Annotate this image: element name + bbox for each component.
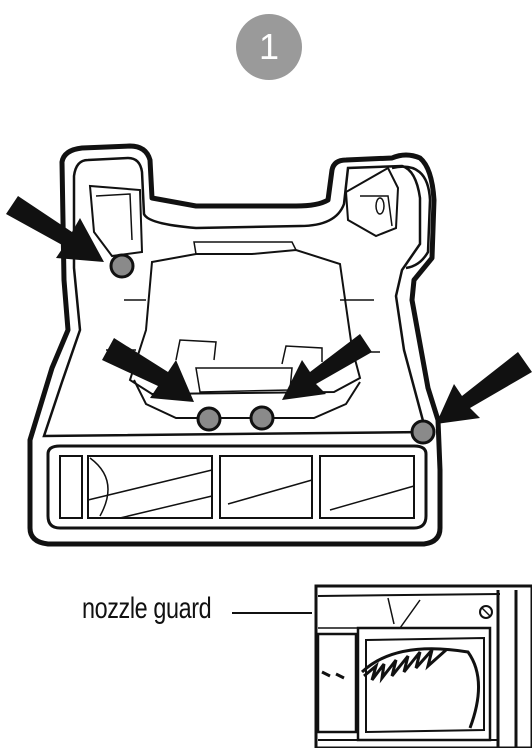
nozzle-guard-inset xyxy=(314,584,532,748)
screw-icon xyxy=(249,405,275,431)
arrow-icon xyxy=(436,352,532,424)
step-number-badge: 1 xyxy=(236,14,302,80)
arrow-icon xyxy=(6,196,104,262)
brushroll-window xyxy=(46,444,428,530)
nozzle-guard-label: nozzle guard xyxy=(82,592,212,625)
base-inner-outline xyxy=(42,156,428,438)
screw-icon xyxy=(410,419,436,445)
arrow-icon xyxy=(282,334,372,400)
arrow-icon xyxy=(102,338,194,402)
screw-icon xyxy=(109,253,135,279)
screw-icon xyxy=(196,406,222,432)
